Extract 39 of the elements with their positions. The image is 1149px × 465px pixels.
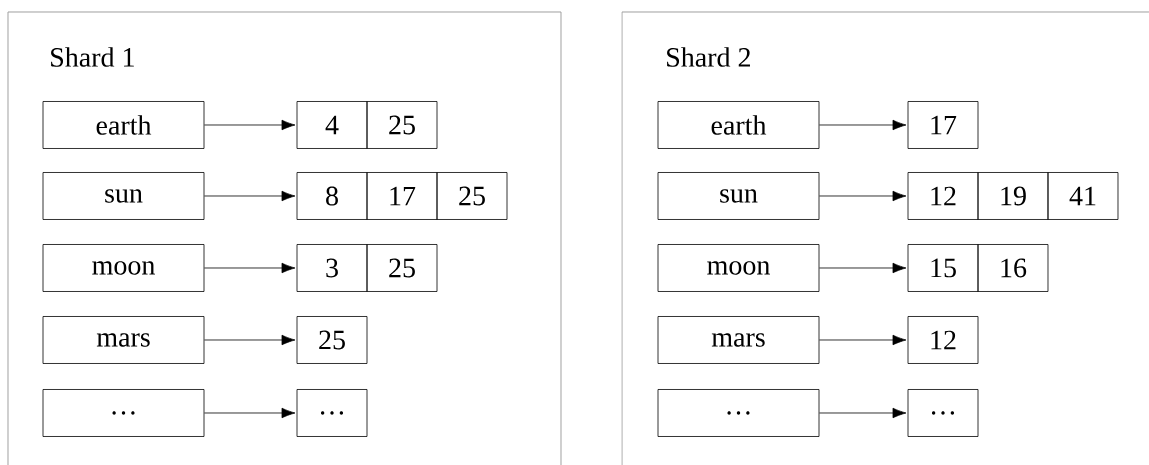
arrow [819,407,907,419]
posting-cell: 3 [296,244,368,292]
posting-cell: 17 [366,172,438,220]
posting-cell: … [907,389,979,437]
posting-cell: 25 [366,101,438,149]
posting-cell: 19 [977,172,1049,220]
arrow [819,119,907,131]
posting-cell: 41 [1047,172,1119,220]
posting-cell: 17 [907,101,979,149]
posting-cell: 4 [296,101,368,149]
posting-cell: 25 [296,316,368,364]
arrow [819,334,907,346]
arrow [204,262,296,274]
term-box: … [657,389,820,437]
term-box: earth [42,101,205,149]
term-box: mars [657,316,820,364]
posting-cell: 12 [907,172,979,220]
term-box: mars [42,316,205,364]
term-box: … [42,389,205,437]
posting-cell: … [296,389,368,437]
arrow [819,262,907,274]
term-box: moon [42,244,205,292]
panel-heading: Shard 1 [51,47,134,67]
term-box: sun [657,172,820,220]
arrow [204,190,296,202]
posting-cell: 16 [977,244,1049,292]
arrow [204,407,296,419]
posting-cell: 12 [907,316,979,364]
arrow [819,190,907,202]
term-box: earth [657,101,820,149]
posting-cell: 8 [296,172,368,220]
panel-heading: Shard 2 [667,47,750,67]
arrow [204,334,296,346]
posting-cell: 15 [907,244,979,292]
term-box: moon [657,244,820,292]
posting-cell: 25 [436,172,508,220]
posting-cell: 25 [366,244,438,292]
term-box: sun [42,172,205,220]
arrow [204,119,296,131]
